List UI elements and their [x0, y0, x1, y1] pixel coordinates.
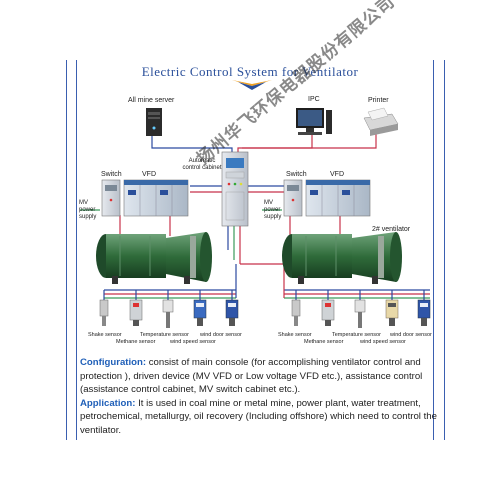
shake-sensor-left-icon — [99, 299, 109, 326]
wind-door-sensor-left-label: wind door sensor — [200, 332, 242, 338]
vfd-left-label: VFD — [142, 171, 156, 178]
ventilator-2-label: 2# ventilator — [372, 226, 411, 233]
temperature-sensor-right-label: Temperature sensor — [332, 332, 381, 338]
vfd-cabinet-left — [123, 179, 189, 217]
switch-left-label: Switch — [101, 171, 122, 178]
vfd-cabinet-right — [305, 179, 371, 217]
shake-sensor-right-icon — [291, 299, 301, 326]
connection-lines — [80, 128, 430, 300]
shake-sensor-left-label: Shake sensor — [88, 332, 122, 338]
wind-door-sensor-right-icon — [417, 299, 431, 326]
application-text: It is used in coal mine or metal mine, p… — [80, 397, 437, 436]
diagram-title: Electric Control System for Ventilator — [141, 64, 359, 79]
wind-speed-sensor-right-label: wind speed sensor — [360, 339, 406, 345]
left-border-line — [66, 60, 67, 440]
wind-door-sensor-left-icon — [225, 299, 239, 326]
application-heading: Application: — [80, 397, 136, 409]
server-icon — [146, 108, 162, 136]
ipc-computer-icon — [296, 108, 332, 135]
methane-sensor-right-icon — [321, 299, 335, 326]
ipc-label: IPC — [308, 96, 320, 103]
wind-speed-sensor-left-label: wind speed sensor — [170, 339, 216, 345]
wind-speed-sensor-left-icon — [193, 299, 207, 326]
description-text: Configuration: consist of main console (… — [80, 356, 440, 438]
wind-speed-sensor-right-icon — [385, 299, 399, 326]
title-decoration — [232, 80, 272, 90]
methane-sensor-right-label: Methane sensor — [304, 339, 344, 345]
switch-right-label: Switch — [286, 171, 307, 178]
ventilator-left — [96, 232, 212, 284]
temperature-sensor-right-icon — [354, 299, 366, 328]
switch-cabinet-left — [101, 179, 121, 217]
wind-door-sensor-right-label: wind door sensor — [390, 332, 432, 338]
methane-sensor-left-label: Methane sensor — [116, 339, 156, 345]
all-mine-server-label: All mine server — [128, 97, 175, 104]
switch-cabinet-right — [283, 179, 303, 217]
ventilator-right — [282, 232, 402, 284]
right-border-line-inner — [433, 60, 434, 440]
vfd-right-label: VFD — [330, 171, 344, 178]
configuration-heading: Configuration: — [80, 357, 147, 368]
temperature-sensor-left-label: Temperature sensor — [140, 332, 189, 338]
methane-sensor-left-icon — [129, 299, 143, 326]
configuration-text: consist of main console (for accomplishi… — [80, 357, 423, 396]
printer-icon — [363, 107, 399, 136]
shake-sensor-right-label: Shake sensor — [278, 332, 312, 338]
mv-power-right-label: MV power supply — [264, 200, 282, 220]
automatic-cabinet-label: Automatic control cabinet — [182, 158, 222, 171]
right-border-line — [444, 60, 445, 440]
mv-power-left-label: MV power supply — [79, 200, 97, 220]
automatic-control-cabinet — [221, 151, 249, 227]
printer-label: Printer — [368, 97, 389, 104]
left-border-line-inner — [76, 60, 77, 440]
temperature-sensor-left-icon — [162, 299, 174, 328]
